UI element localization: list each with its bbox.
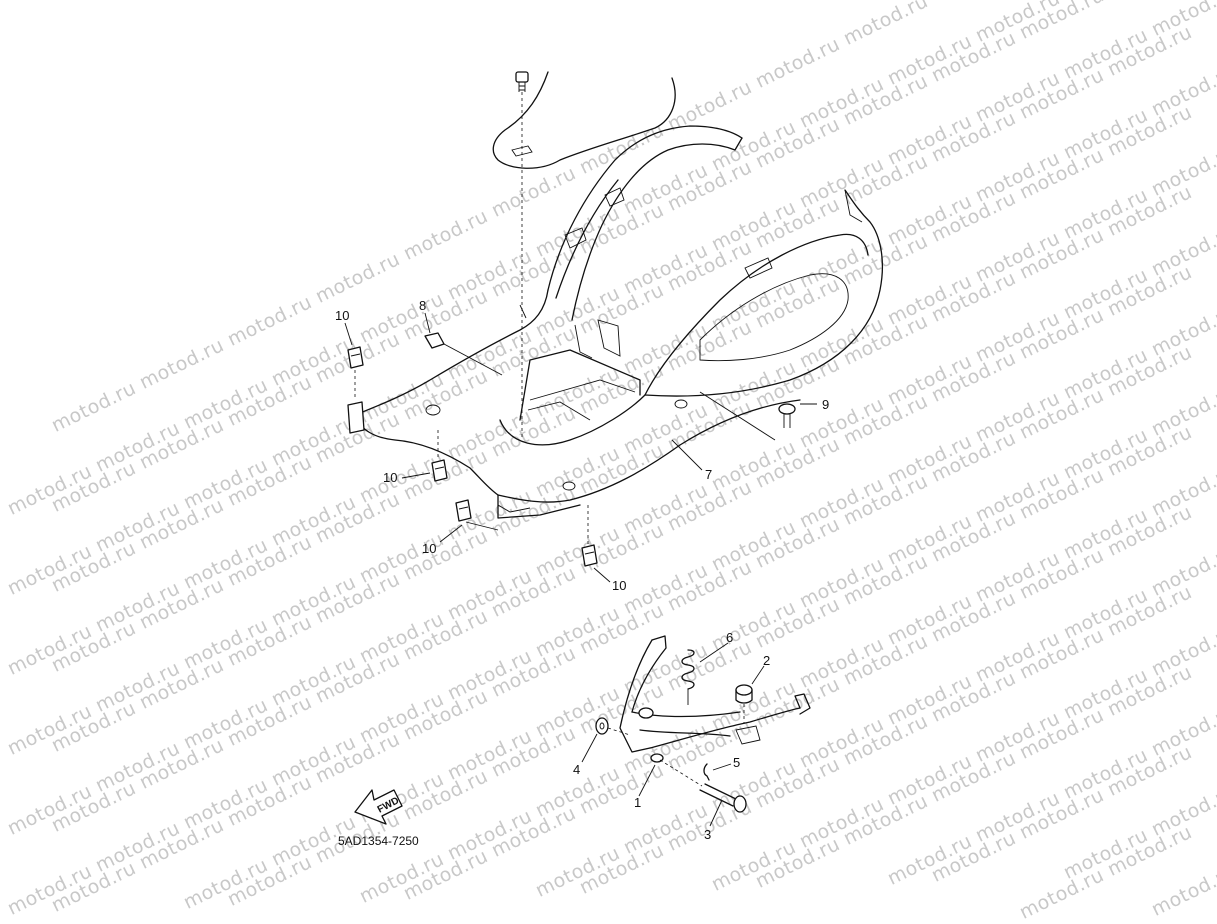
washer-part-4 — [595, 717, 631, 736]
bolt-part-9 — [699, 391, 796, 441]
callout-3: 3 — [704, 827, 712, 842]
clip-nut-1 — [347, 346, 364, 400]
callout-10-left: 10 — [383, 470, 398, 485]
leg-shield-body — [347, 125, 883, 519]
callout-7: 7 — [705, 467, 713, 482]
bushing-part-2 — [735, 684, 753, 724]
callout-10-lower-left: 10 — [422, 541, 437, 556]
spring-part-6 — [681, 649, 695, 705]
diagram-part-code: 5AD1354-7250 — [338, 834, 419, 848]
callout-10-lower: 10 — [612, 578, 627, 593]
callout-6: 6 — [726, 630, 734, 645]
callout-10-upper-left: 10 — [335, 308, 350, 323]
center-stand — [619, 635, 811, 763]
callout-5: 5 — [733, 755, 741, 770]
shaft-part-3 — [659, 759, 747, 813]
clip-nut-3 — [455, 499, 472, 522]
leader-lines-upper — [344, 312, 817, 583]
fwd-arrow-icon — [354, 789, 403, 825]
seat-panel — [492, 71, 676, 440]
clip-nut-2 — [431, 430, 448, 482]
screw-top — [515, 71, 529, 92]
callout-1: 1 — [634, 795, 642, 810]
cotter-pin-part-5 — [703, 763, 710, 781]
callout-2: 2 — [763, 653, 771, 668]
callout-9: 9 — [822, 397, 830, 412]
callout-8: 8 — [419, 298, 427, 313]
callout-4: 4 — [573, 762, 581, 777]
nut-part-8 — [424, 332, 503, 376]
clip-nut-4 — [581, 505, 598, 567]
leader-lines-lower — [581, 642, 765, 827]
